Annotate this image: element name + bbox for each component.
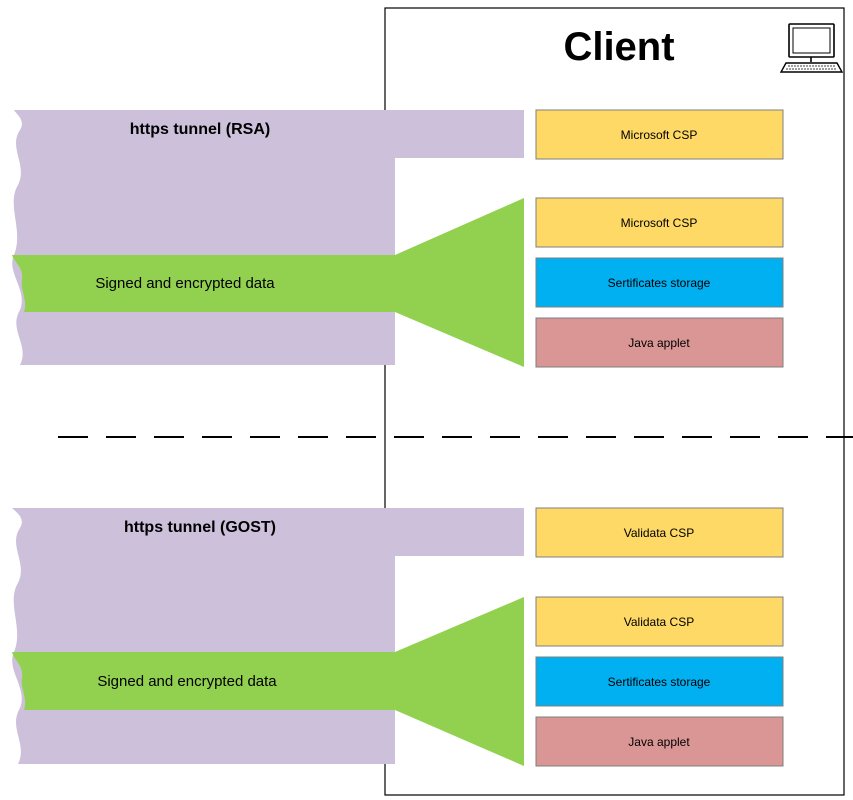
box-label: Validata CSP <box>624 615 694 629</box>
tunnel-label: https tunnel (RSA) <box>130 121 270 138</box>
box-label: Validata CSP <box>624 526 694 540</box>
box-label: Sertificates storage <box>608 276 711 290</box>
csp-box: Microsoft CSP <box>535 197 784 248</box>
section-gost: https tunnel (GOST) Signed and encrypted… <box>12 507 784 767</box>
computer-icon <box>779 23 844 73</box>
section-rsa: https tunnel (RSA) Signed and encrypted … <box>12 109 784 368</box>
java-applet-box: Java applet <box>535 317 784 368</box>
certificates-storage-box: Sertificates storage <box>535 257 784 308</box>
client-title: Client <box>563 25 674 69</box>
box-label: Microsoft CSP <box>621 128 698 142</box>
data-stream-band <box>12 597 524 766</box>
box-label: Sertificates storage <box>608 675 711 689</box>
tunnel-label: https tunnel (GOST) <box>124 519 276 536</box>
data-stream-band <box>12 198 524 367</box>
stream-label: Signed and encrypted data <box>97 673 277 690</box>
top-csp-box: Microsoft CSP <box>535 109 784 160</box>
box-label: Java applet <box>628 735 690 749</box>
box-label: Microsoft CSP <box>621 216 698 230</box>
stream-label: Signed and encrypted data <box>95 275 275 292</box>
box-label: Java applet <box>628 336 690 350</box>
certificates-storage-box: Sertificates storage <box>535 656 784 707</box>
top-csp-box: Validata CSP <box>535 507 784 558</box>
csp-box: Validata CSP <box>535 596 784 647</box>
java-applet-box: Java applet <box>535 716 784 767</box>
